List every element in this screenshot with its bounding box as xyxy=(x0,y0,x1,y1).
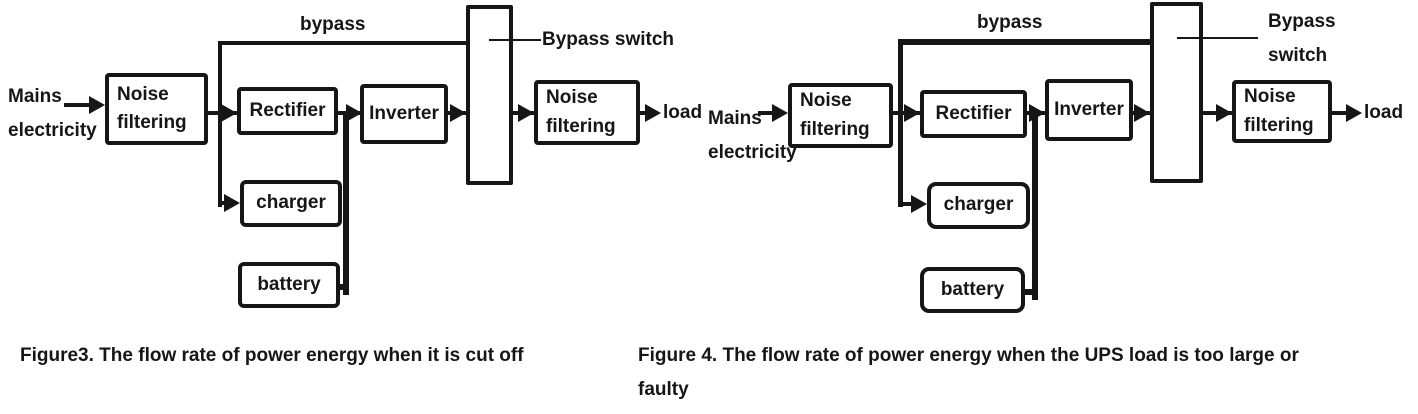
bypass-switch-box xyxy=(1150,2,1203,183)
figure4-caption-line2: faulty xyxy=(638,379,689,400)
inverter-box: Inverter xyxy=(1045,79,1133,141)
bypass-drop-line xyxy=(218,41,222,207)
arrowhead-into-rectifier xyxy=(221,104,237,122)
arrowhead-into-rectifier xyxy=(904,104,920,122)
bypass-switch-label: Bypass switch xyxy=(542,29,674,50)
bypass-switch-label-line1: Bypass xyxy=(1268,11,1336,32)
flow-line-filter-to-load xyxy=(1332,111,1348,115)
inverter-box: Inverter xyxy=(360,84,448,144)
battery-riser-line xyxy=(1032,111,1038,300)
bypass-drop-line xyxy=(898,39,903,207)
charger-box: charger xyxy=(240,180,342,227)
arrowhead-into-input-filter xyxy=(772,104,788,122)
flow-line-mains-to-input-filter xyxy=(758,111,776,115)
arrowhead-into-charger xyxy=(911,195,927,213)
arrowhead-into-load xyxy=(645,104,661,122)
battery-box: battery xyxy=(238,262,340,308)
arrowhead-into-output-filter xyxy=(518,104,534,122)
load-label: load xyxy=(663,102,703,123)
mains-label-line1: Mains xyxy=(708,108,762,129)
arrowhead-into-bypass-switch xyxy=(1134,104,1150,122)
flow-line-mains-to-input-filter xyxy=(64,103,90,107)
noise-filtering-output-box: Noise filtering xyxy=(534,80,640,145)
arrowhead-into-charger xyxy=(224,194,240,212)
charger-box: charger xyxy=(927,182,1030,229)
battery-elbow-stub xyxy=(1021,289,1034,295)
bypass-switch-pointer-line xyxy=(1177,37,1258,39)
arrowhead-into-bypass-switch xyxy=(450,104,466,122)
bypass-switch-box xyxy=(466,5,513,185)
charger-feed-stub xyxy=(898,202,911,206)
battery-elbow-stub xyxy=(337,284,347,290)
noise-filtering-input-box: Noise filtering xyxy=(788,83,893,148)
bypass-line xyxy=(218,41,468,45)
bypass-switch-label-line2: switch xyxy=(1268,44,1328,66)
arrowhead-into-input-filter xyxy=(89,96,105,114)
load-label: load xyxy=(1364,102,1404,123)
figure4-caption-line1: Figure 4. The flow rate of power energy … xyxy=(638,345,1299,366)
bypass-label: bypass xyxy=(977,12,1043,33)
figure3-caption: Figure3. The flow rate of power energy w… xyxy=(20,345,524,366)
arrowhead-into-output-filter xyxy=(1216,104,1232,122)
bypass-line xyxy=(898,39,1152,45)
arrowhead-into-load xyxy=(1346,104,1362,122)
battery-riser-line xyxy=(343,111,349,295)
arrowhead-into-inverter xyxy=(346,104,362,122)
battery-box: battery xyxy=(920,267,1025,313)
bypass-label: bypass xyxy=(300,14,366,35)
rectifier-box: Rectifier xyxy=(237,87,338,135)
bypass-switch-label: Bypass switch xyxy=(1268,11,1336,68)
bypass-switch-pointer-line xyxy=(489,39,541,41)
mains-label-line1: Mains xyxy=(8,86,62,107)
mains-label-line2: electricity xyxy=(8,119,97,141)
charger-feed-stub xyxy=(218,201,226,205)
mains-electricity-label: Mains electricity xyxy=(8,86,97,143)
rectifier-box: Rectifier xyxy=(920,90,1027,138)
noise-filtering-output-box: Noise filtering xyxy=(1232,80,1332,143)
noise-filtering-input-box: Noise filtering xyxy=(105,73,208,145)
mains-label-line2: electricity xyxy=(708,141,797,163)
mains-electricity-label: Mains electricity xyxy=(708,108,797,165)
